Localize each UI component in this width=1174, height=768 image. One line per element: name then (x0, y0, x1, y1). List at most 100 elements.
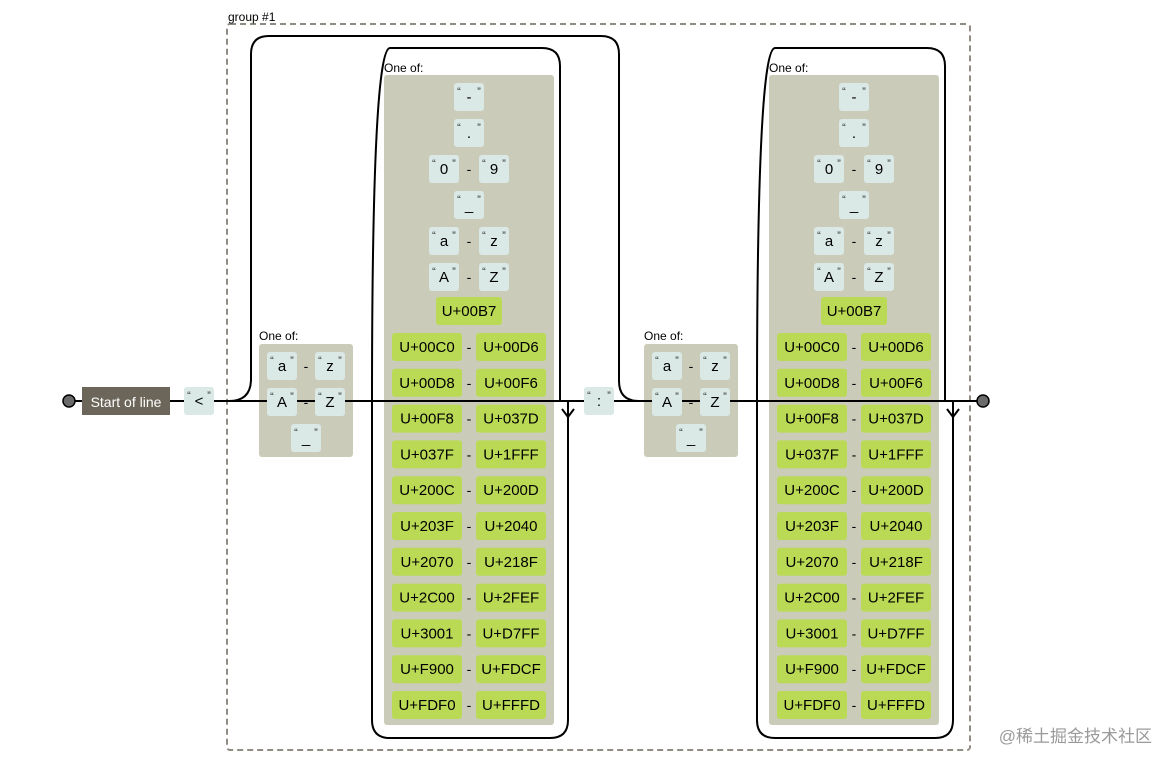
name-char-2-literal-4-to-text: z (875, 233, 883, 250)
separator-literal-box (584, 387, 614, 415)
name-char-2-range-3-from-box (777, 440, 847, 469)
name-char-2-range-4-to-text: U+200D (868, 482, 924, 499)
name-char-1-range-7-dash: - (467, 590, 472, 606)
start-of-line-anchor (82, 387, 170, 415)
one-of-label-2: One of: (384, 61, 423, 75)
name-char-2-range-1-to-box (861, 368, 931, 397)
name-char-2-range-7-from-box (777, 583, 847, 612)
name-char-2-literal-3-quote-open: “ (842, 194, 846, 206)
name-start-1-item-2-quote-close: ” (314, 427, 318, 439)
name-char-2-range-6-to-box (861, 547, 931, 576)
name-char-2-range-0-from-text: U+00C0 (784, 339, 839, 356)
name-start-2-item-1-from-quote-open: “ (655, 391, 659, 403)
name-char-1-range-1-dash: - (467, 375, 472, 391)
name-char-2-literal-0-box (839, 83, 869, 111)
name-char-2-literal-3-box (839, 191, 869, 219)
name-char-1-literal-4-to-text: z (490, 233, 498, 250)
name-char-2-literal-1-quote-open: “ (842, 122, 846, 134)
name-start-1-item-1-to-quote-close: ” (338, 391, 342, 403)
name-start-2-item-1-from-text: A (662, 394, 672, 411)
name-char-2-range-8-to-text: U+D7FF (867, 625, 924, 642)
name-char-2-literal-4-from-box (814, 227, 844, 255)
name-char-1-range-8-from-box (392, 619, 462, 648)
name-char-2-literal-4-dash: - (852, 233, 857, 249)
repeat-arrow-1 (561, 408, 575, 419)
separator-literal-text: : (597, 393, 601, 410)
name-char-2-range-6-dash: - (852, 554, 857, 570)
name-char-1-range-4-to-box (476, 476, 546, 505)
name-char-2-literal-5-dash: - (852, 269, 857, 285)
name-start-1-item-0-to-quote-close: ” (338, 355, 342, 367)
name-char-2-range-10-dash: - (852, 697, 857, 713)
name-char-1-range-0-to-text: U+00D6 (483, 339, 538, 356)
name-start-1-item-0-to-box (315, 352, 345, 380)
name-start-2-item-2-text: _ (686, 430, 696, 447)
name-start-1-item-1-from-quote-open: “ (270, 391, 274, 403)
name-start-1-item-1-to-quote-open: “ (318, 391, 322, 403)
name-char-2-range-3-dash: - (852, 446, 857, 462)
name-char-1-range-2-dash: - (467, 411, 472, 427)
name-char-1-literal-4-to-quote-close: ” (502, 230, 506, 242)
name-char-1-literal-5-to-quote-close: ” (502, 266, 506, 278)
skip-loop-2 (756, 47, 946, 402)
name-char-1-literal-2-from-quote-open: “ (432, 158, 436, 170)
name-char-1-literal-5-to-box (479, 263, 509, 291)
name-char-2-range-5-to-text: U+2040 (870, 518, 923, 535)
repeat-loop-1 (371, 401, 569, 739)
name-char-1-range-4-from-text: U+200C (399, 482, 455, 499)
name-char-1-literal-3-quote-open: “ (457, 194, 461, 206)
name-char-1-range-3-from-text: U+037F (400, 446, 454, 463)
name-start-2-item-0-from-quote-open: “ (655, 355, 659, 367)
name-start-1-item-2-quote-open: “ (294, 427, 298, 439)
name-char-2-range-3-from-text: U+037F (785, 446, 839, 463)
name-char-1-literal-4-from-quote-close: ” (452, 230, 456, 242)
name-char-1-range-10-from-text: U+FDF0 (398, 697, 455, 714)
name-char-2-range-0-dash: - (852, 339, 857, 355)
name-start-2-item-0-to-quote-open: “ (703, 355, 707, 367)
name-char-1-literal-0-quote-open: “ (457, 86, 461, 98)
name-char-1-literal-2-dash: - (467, 161, 472, 177)
name-char-2-range-0-to-text: U+00D6 (868, 339, 923, 356)
name-start-1-item-1-dash: - (304, 394, 309, 410)
name-start-2-item-0-dash: - (689, 358, 694, 374)
name-start-2-item-0-from-quote-close: ” (675, 355, 679, 367)
name-char-1-range-9-from-text: U+F900 (400, 661, 454, 678)
name-start-1-item-2-box (291, 424, 321, 452)
name-char-1-literal-2-from-box (429, 155, 459, 183)
name-char-1-range-5-from-text: U+203F (400, 518, 454, 535)
name-start-1-item-0-from-box (267, 352, 297, 380)
name-char-1-literal-4-to-quote-open: “ (482, 230, 486, 242)
name-char-1-range-4-from-box (392, 476, 462, 505)
name-char-1-literal-2-to-quote-close: ” (502, 158, 506, 170)
name-char-2-codepoint-single-box (821, 297, 887, 325)
name-char-1-literal-1-quote-close: ” (477, 122, 481, 134)
name-char-2-range-9-from-text: U+F900 (785, 661, 839, 678)
connector-lines (69, 35, 983, 739)
name-char-1-range-6-from-text: U+2070 (401, 554, 454, 571)
separator-literal-quote-close: ” (607, 390, 611, 402)
name-char-2-literal-2-from-text: 0 (825, 161, 833, 178)
name-char-2-range-1-from-box (777, 368, 847, 397)
name-char-1-range-9-to-box (476, 655, 546, 684)
name-start-1-item-0-from-quote-open: “ (270, 355, 274, 367)
name-char-2-range-2-to-text: U+037D (868, 411, 924, 428)
name-char-2-literal-5-from-box (814, 263, 844, 291)
name-char-2-literal-2-to-quote-close: ” (887, 158, 891, 170)
group-repeat-loop (228, 35, 640, 402)
name-char-2-range-8-from-text: U+3001 (786, 625, 839, 642)
name-start-2-item-1-dash: - (689, 394, 694, 410)
name-char-1-range-3-to-box (476, 440, 546, 469)
one-of-label-4: One of: (769, 61, 808, 75)
name-char-2-range-7-dash: - (852, 590, 857, 606)
name-char-1-range-10-to-text: U+FFFD (482, 697, 540, 714)
name-char-2-range-6-from-text: U+2070 (786, 554, 839, 571)
repeat-loop-2 (756, 401, 954, 739)
name-char-2-literal-4-from-quote-close: ” (837, 230, 841, 242)
name-char-2-range-10-to-box (861, 691, 931, 719)
name-char-2-literal-2-to-quote-open: “ (867, 158, 871, 170)
name-char-2-range-6-to-text: U+218F (869, 554, 923, 571)
name-char-2-literal-3-quote-close: ” (862, 194, 866, 206)
name-char-1-literal-2-to-text: 9 (490, 161, 498, 178)
name-char-2-range-8-dash: - (852, 625, 857, 641)
